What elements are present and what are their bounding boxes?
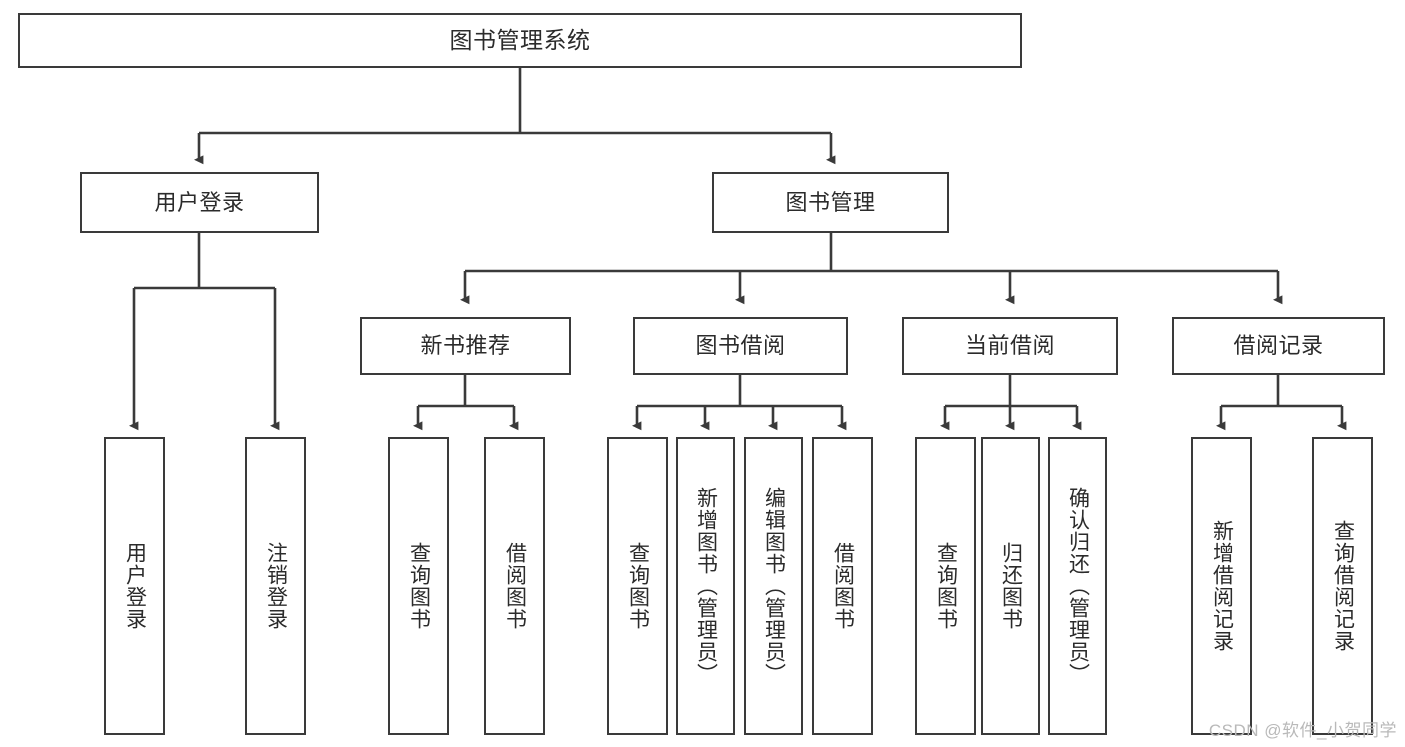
node-label: 查询图书: [407, 542, 431, 630]
node-label: 用户登录: [154, 189, 245, 215]
node-label: 编辑图书（管理员）: [762, 487, 786, 685]
leaf-add-borrow-record[interactable]: 新增借阅记录: [1191, 437, 1252, 735]
node-label: 借阅图书: [831, 542, 855, 630]
node-label: 图书管理系统: [449, 27, 591, 54]
leaf-borrow-book-recommend[interactable]: 借阅图书: [484, 437, 545, 735]
leaf-user-login[interactable]: 用户登录: [104, 437, 165, 735]
node-label: 图书管理: [785, 189, 876, 215]
node-new-book-recommend[interactable]: 新书推荐: [360, 317, 571, 375]
node-label: 用户登录: [123, 542, 147, 630]
node-label: 查询图书: [626, 542, 650, 630]
node-label: 新增借阅记录: [1210, 520, 1234, 652]
node-book-borrow[interactable]: 图书借阅: [633, 317, 848, 375]
node-label: 借阅记录: [1233, 333, 1324, 359]
node-label: 新增图书（管理员）: [694, 487, 718, 685]
node-label: 借阅图书: [503, 542, 527, 630]
node-book-management[interactable]: 图书管理: [712, 172, 949, 233]
leaf-return-book[interactable]: 归还图书: [981, 437, 1040, 735]
node-label: 当前借阅: [964, 333, 1055, 359]
leaf-query-book-borrow[interactable]: 查询图书: [607, 437, 668, 735]
leaf-confirm-return-admin[interactable]: 确认归还（管理员）: [1048, 437, 1107, 735]
leaf-query-book-current[interactable]: 查询图书: [915, 437, 976, 735]
node-label: 图书借阅: [695, 333, 786, 359]
node-label: 确认归还（管理员）: [1066, 487, 1090, 685]
leaf-add-book-admin[interactable]: 新增图书（管理员）: [676, 437, 735, 735]
leaf-logout[interactable]: 注销登录: [245, 437, 306, 735]
watermark: CSDN @软件_小贺同学: [1208, 721, 1397, 740]
leaf-edit-book-admin[interactable]: 编辑图书（管理员）: [744, 437, 803, 735]
leaf-query-book-recommend[interactable]: 查询图书: [388, 437, 449, 735]
node-label: 新书推荐: [420, 333, 511, 359]
leaf-borrow-book[interactable]: 借阅图书: [812, 437, 873, 735]
node-user-login[interactable]: 用户登录: [80, 172, 319, 233]
node-label: 查询图书: [934, 542, 958, 630]
node-current-borrow[interactable]: 当前借阅: [902, 317, 1118, 375]
node-root-system[interactable]: 图书管理系统: [18, 13, 1022, 68]
leaf-query-borrow-record[interactable]: 查询借阅记录: [1312, 437, 1373, 735]
node-label: 注销登录: [264, 542, 288, 630]
node-label: 查询借阅记录: [1331, 520, 1355, 652]
node-label: 归还图书: [999, 542, 1023, 630]
node-borrow-record[interactable]: 借阅记录: [1172, 317, 1385, 375]
